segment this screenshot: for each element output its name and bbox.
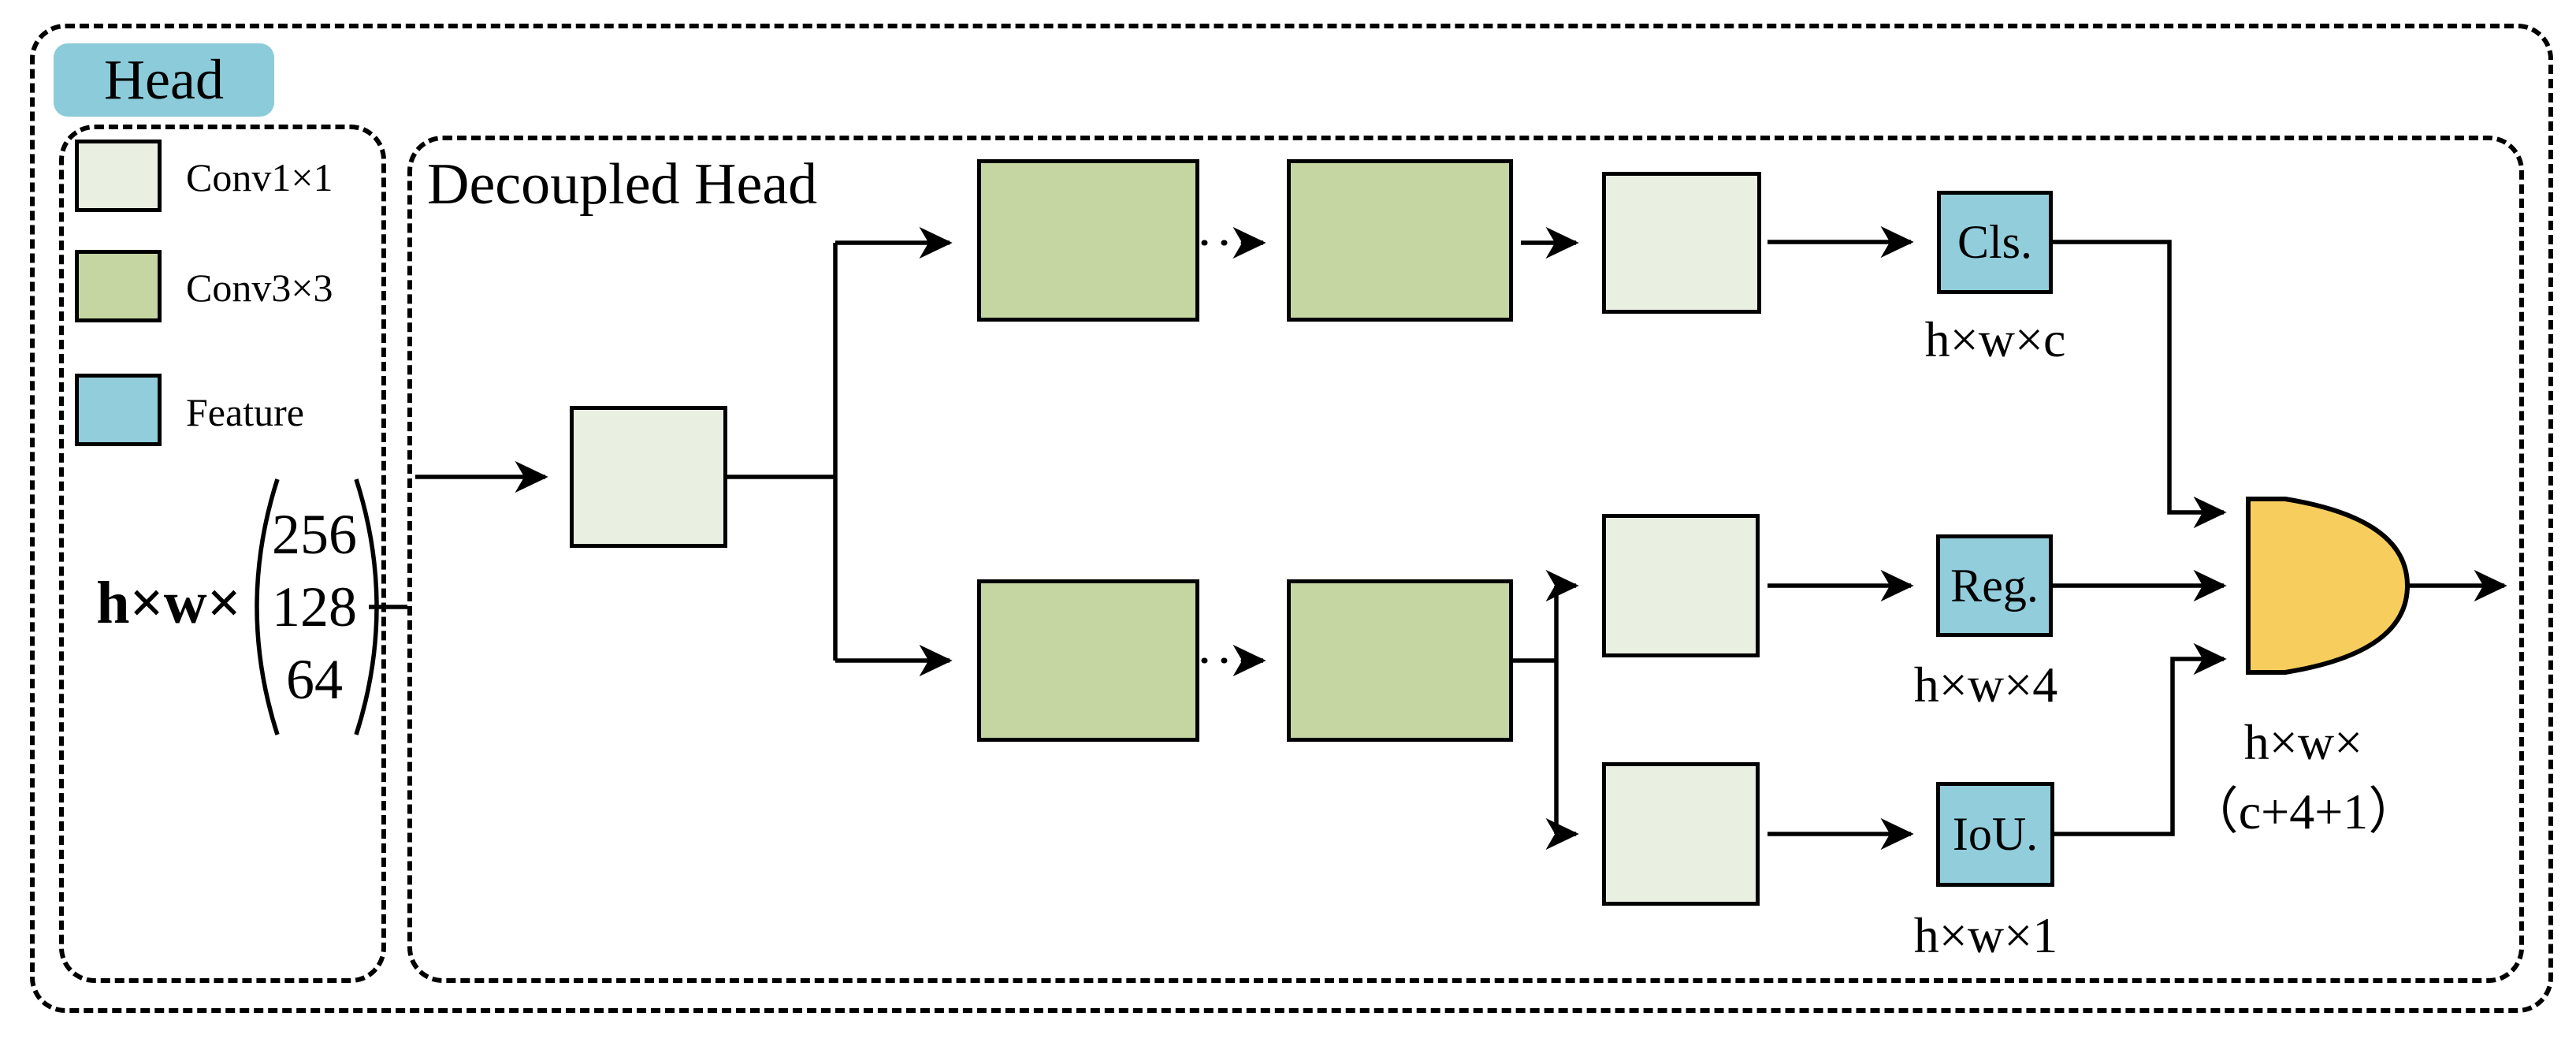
legend-swatch-conv3x3 bbox=[75, 250, 162, 322]
legend-swatch-feature bbox=[75, 374, 162, 446]
top-conv3x3-block-2 bbox=[1287, 159, 1513, 322]
cls-label: Cls. bbox=[1957, 216, 2033, 268]
top-conv1x1-block bbox=[1602, 172, 1761, 314]
legend-label-feature: Feature bbox=[186, 390, 304, 434]
outer-frame bbox=[30, 24, 2553, 1013]
iou-label: IoU. bbox=[1952, 808, 2039, 860]
legend-swatch-conv1x1 bbox=[75, 140, 162, 212]
reg-conv1x1-block bbox=[1602, 514, 1760, 657]
iou-dims-label: h×w×1 bbox=[1913, 907, 2058, 963]
input-bracket-left-paren bbox=[255, 478, 280, 735]
cls-feature-box: Cls. bbox=[1937, 191, 2053, 294]
bottom-conv3x3-block-2 bbox=[1287, 579, 1513, 742]
concat-dims-line1: h×w× bbox=[2243, 714, 2363, 770]
legend-label-conv3x3: Conv3×3 bbox=[186, 266, 333, 310]
input-channel-256: 256 bbox=[272, 503, 357, 566]
bottom-conv3x3-block-1 bbox=[977, 579, 1199, 742]
top-conv3x3-block-1 bbox=[977, 159, 1199, 322]
cls-to-concat-wire bbox=[2053, 240, 2227, 529]
stem-conv1x1-block bbox=[570, 406, 727, 548]
head-tag: Head bbox=[54, 43, 274, 117]
cls-dims-label: h×w×c bbox=[1924, 311, 2066, 367]
reg-dims-label: h×w×4 bbox=[1913, 657, 2058, 713]
input-bracket-right-paren bbox=[354, 478, 379, 735]
reg-feature-box: Reg. bbox=[1936, 534, 2053, 637]
input-channel-64: 64 bbox=[286, 648, 343, 711]
concat-dims-line2: （c+4+1） bbox=[2188, 784, 2419, 839]
head-tag-label: Head bbox=[104, 48, 224, 111]
reg-label: Reg. bbox=[1950, 559, 2039, 612]
legend-panel bbox=[59, 125, 386, 983]
iou-conv1x1-block bbox=[1602, 762, 1760, 906]
iou-to-concat-wire bbox=[2054, 642, 2227, 836]
legend-label-conv1x1: Conv1×1 bbox=[186, 155, 333, 199]
decoupled-head-title: Decoupled Head bbox=[427, 152, 818, 217]
input-channel-128: 128 bbox=[272, 575, 357, 638]
iou-feature-box: IoU. bbox=[1936, 782, 2054, 887]
decoupled-head-panel bbox=[407, 136, 2524, 983]
input-dims-prefix: h×w× bbox=[96, 570, 241, 636]
